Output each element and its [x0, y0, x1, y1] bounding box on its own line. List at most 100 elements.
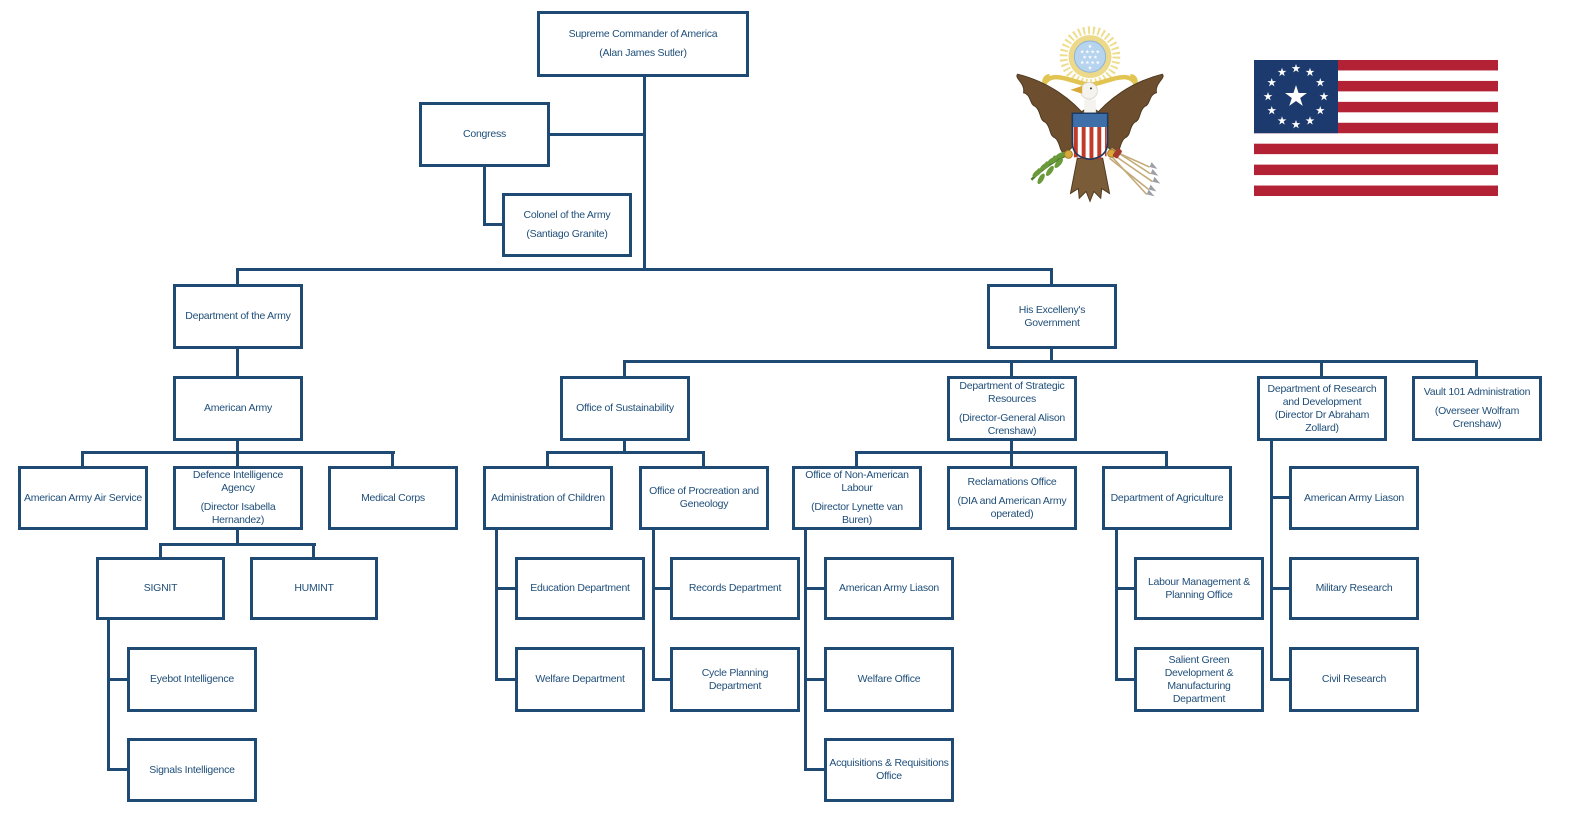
org-box-label: American Army: [204, 402, 272, 414]
org-box-label: American Army Liason: [838, 582, 940, 594]
connector-line: [623, 441, 626, 454]
org-box-label: Records Department: [688, 582, 782, 594]
connector-line: [1050, 349, 1053, 363]
org-box-label: (Santiago Granite): [526, 228, 608, 240]
org-box-eyebot-intelligence: Eyebot Intelligence: [127, 647, 257, 712]
org-box-department-of-agriculture: Department of Agriculture: [1102, 466, 1232, 530]
org-box-labour-management-planning-office: Labour Management & Planning Office: [1134, 557, 1264, 620]
connector-line: [312, 543, 315, 557]
org-box-label: American Army Liason: [1303, 491, 1405, 504]
connector-line: [236, 349, 239, 376]
org-box-label: Administration of Children: [491, 491, 605, 504]
connector-line: [546, 451, 705, 454]
org-box-label: (Overseer Wolfram Crenshaw): [1434, 405, 1520, 430]
org-box-cycle-planning-department: Cycle Planning Department: [670, 647, 800, 712]
org-box-office-of-procreation: Office of Procreation and Geneology: [639, 466, 769, 530]
org-box-department-of-the-army: Department of the Army: [173, 284, 303, 349]
org-box-welfare-department: Welfare Department: [515, 647, 645, 712]
connector-line: [1010, 441, 1013, 454]
connector-line: [107, 620, 110, 771]
connector-line: [1115, 678, 1134, 681]
connector-line: [1010, 451, 1013, 466]
org-box-american-army: American Army: [173, 376, 303, 441]
connector-line: [236, 268, 1053, 271]
org-box-label: Welfare Office: [857, 673, 921, 685]
org-box-department-of-research-development: Department of Research and Development(D…: [1257, 376, 1387, 441]
connector-line: [1270, 678, 1289, 681]
org-box-label: Department of Research and Development: [1267, 382, 1377, 408]
org-box-label: (DIA and American Army operated): [957, 494, 1067, 520]
connector-line: [804, 530, 807, 771]
org-box-office-of-sustainability: Office of Sustainability: [560, 376, 690, 441]
org-box-education-department: Education Department: [515, 557, 645, 620]
org-box-label: Department of Agriculture: [1110, 491, 1224, 504]
org-box-label: Eyebot Intelligence: [150, 673, 234, 685]
connector-line: [483, 167, 486, 226]
connector-line: [550, 133, 646, 136]
org-box-department-of-strategic-resources: Department of Strategic Resources (Direct…: [947, 376, 1077, 441]
connector-line: [643, 77, 646, 271]
org-box-label: Medical Corps: [361, 491, 425, 504]
org-box-signals-intelligence: Signals Intelligence: [127, 738, 257, 802]
connector-line: [107, 678, 128, 681]
org-box-label: Vault 101 Administration: [1423, 386, 1531, 398]
connector-line: [1270, 496, 1289, 499]
org-box-civil-research: Civil Research: [1289, 647, 1419, 712]
org-box-label: His Excelleny's Government: [1018, 303, 1086, 329]
org-box-acquisitions-requisitions-office: Acquisitions & Requisitions Office: [824, 738, 954, 802]
connector-line: [107, 768, 128, 771]
org-box-reclamations-office: Reclamations Office(DIA and American Arm…: [947, 466, 1077, 530]
org-box-records-department: Records Department: [670, 557, 800, 620]
connector-line: [702, 451, 705, 466]
org-box-label: (Alan James Sutler): [599, 47, 687, 59]
connector-line: [1050, 268, 1053, 284]
org-box-label: (Director Dr Abraham Zollard): [1274, 408, 1370, 434]
org-box-label: Colonel of the Army: [523, 209, 611, 221]
org-box-defence-intelligence-agency: Defence Intelligence Agency(Director Isa…: [173, 466, 303, 530]
connector-line: [1115, 530, 1118, 681]
connector-line: [159, 543, 316, 546]
org-box-label: Cycle Planning Department: [701, 666, 769, 692]
org-box-american-army-liason-rnd: American Army Liason: [1289, 466, 1419, 530]
org-box-welfare-office: Welfare Office: [824, 647, 954, 712]
connector-line: [652, 587, 670, 590]
org-box-supreme-commander: Supreme Commander of America (Alan James …: [537, 11, 749, 77]
connector-line: [495, 587, 515, 590]
org-box-american-army-liason-labour: American Army Liason: [824, 557, 954, 620]
org-box-military-research: Military Research: [1289, 557, 1419, 620]
org-box-label: Education Department: [530, 582, 630, 594]
org-box-medical-corps: Medical Corps: [328, 466, 458, 530]
connector-line: [804, 768, 824, 771]
org-box-label: Military Research: [1315, 582, 1393, 594]
connector-line: [236, 268, 239, 284]
connector-line: [1165, 451, 1168, 466]
org-box-label: Department of the Army: [185, 310, 291, 322]
org-box-american-army-air-service: American Army Air Service: [18, 466, 148, 530]
connector-line: [1270, 441, 1273, 681]
connector-line: [546, 451, 549, 466]
connector-line: [1475, 360, 1478, 376]
flag-canton: [1254, 60, 1338, 134]
connector-line: [391, 451, 394, 466]
org-box-label: Office of Non-American Labour: [805, 469, 909, 494]
connector-line: [652, 678, 670, 681]
org-box-label: Department of Strategic Resources: [959, 379, 1065, 405]
connector-line: [652, 530, 655, 681]
org-box-label: (Director Isabella Hernandez): [200, 501, 276, 526]
seal-glory: [1059, 26, 1121, 87]
connector-line: [1010, 360, 1013, 376]
connector-line: [236, 451, 239, 466]
connector-line: [159, 543, 162, 557]
org-box-label: Labour Management & Planning Office: [1147, 575, 1251, 601]
org-box-label: (Director-General Alison Crenshaw): [958, 411, 1066, 437]
org-box-label: Welfare Department: [535, 673, 625, 685]
org-box-vault-101-administration: Vault 101 Administration (Overseer Wolfra…: [1412, 376, 1542, 441]
connector-line: [804, 587, 824, 590]
connector-line: [855, 451, 858, 466]
org-box-colonel-of-the-army: Colonel of the Army (Santiago Granite): [502, 193, 632, 257]
connector-line: [1270, 587, 1289, 590]
connector-line: [1320, 360, 1323, 376]
org-box-label: Supreme Commander of America: [568, 28, 718, 40]
org-box-signit: SIGNIT: [96, 557, 225, 620]
